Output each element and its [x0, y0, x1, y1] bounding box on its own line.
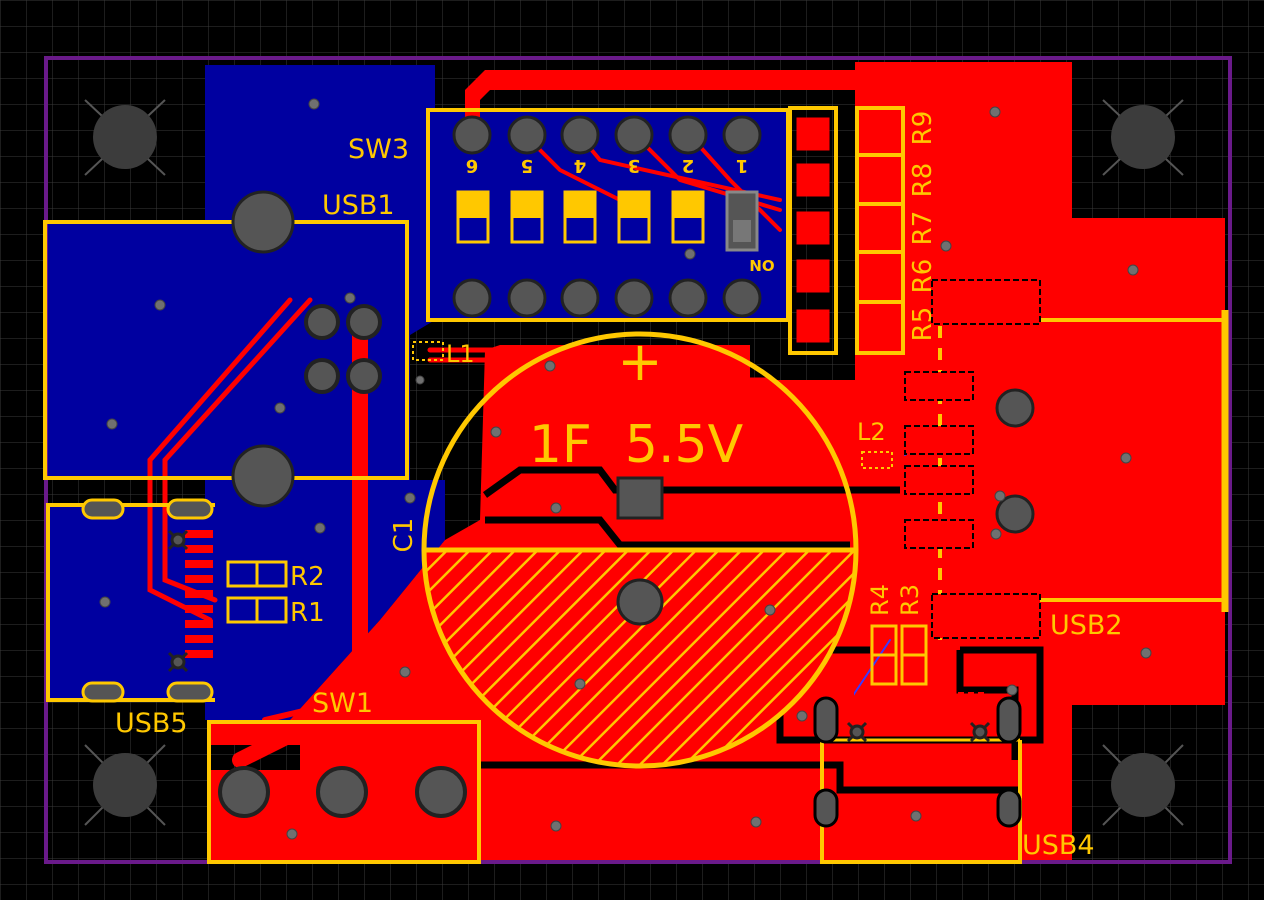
- sw3-pads-bottom: [452, 278, 762, 318]
- sw1-label: SW1: [312, 688, 373, 719]
- mounting-hole-tl: [84, 99, 166, 176]
- r1-r2: [226, 560, 288, 624]
- sw3-levers: [456, 190, 759, 252]
- r4-label: R4: [866, 584, 894, 616]
- r9-label: R9: [908, 111, 938, 146]
- mounting-holes: [84, 99, 1184, 826]
- l1-label: L1: [446, 340, 475, 368]
- usb4-connector: [813, 692, 1022, 864]
- c1-capacitor: [421, 331, 859, 769]
- sw3-pads-top: [452, 115, 762, 155]
- dip-on-label: ON: [749, 256, 774, 274]
- l1-inductor: [412, 341, 444, 361]
- mounting-hole-tr: [1102, 99, 1184, 176]
- usb5-label: USB5: [115, 708, 188, 739]
- r1-label: R1: [290, 598, 325, 628]
- dip-number-3: 3: [628, 155, 641, 176]
- cap-plus: +: [617, 330, 662, 393]
- l2-inductor: [861, 451, 893, 469]
- l2-label: L2: [857, 418, 886, 446]
- usb1-label: USB1: [322, 190, 395, 221]
- usb5-connector: [46, 498, 215, 703]
- dip-number-5: 5: [521, 155, 534, 176]
- cap-value: 1F 5.5V: [529, 415, 744, 475]
- vias: [99, 98, 1152, 840]
- mounting-hole-br: [1102, 744, 1184, 826]
- dip-number-1: 1: [736, 155, 749, 176]
- usb4-label: USB4: [1022, 830, 1095, 861]
- dip-number-4: 4: [574, 155, 587, 176]
- capacitor-hatch: [425, 550, 855, 765]
- usb1-connector: [43, 190, 409, 508]
- r8-label: R8: [908, 163, 938, 198]
- sw3-label: SW3: [348, 134, 409, 165]
- sw3-dip-switch: 6 5 4 3 2 1 ON: [426, 108, 790, 322]
- mounting-hole-bl: [84, 744, 166, 826]
- r3-r4: [870, 624, 928, 686]
- r7-label: R7: [908, 211, 938, 246]
- usb2-label: USB2: [1050, 610, 1123, 641]
- top-trace-sw3: [465, 70, 855, 120]
- c1-label: C1: [389, 518, 419, 553]
- trace-l1-l2: [427, 357, 923, 453]
- sw1-switch: [207, 720, 481, 864]
- r2-label: R2: [290, 562, 325, 592]
- r3-label: R3: [896, 584, 924, 616]
- bottom-copper-usb1: [48, 220, 408, 480]
- sw3-numbers: 6 5 4 3 2 1: [466, 155, 749, 176]
- fiducials: [167, 529, 991, 743]
- dip-number-6: 6: [466, 155, 479, 176]
- usb2-connector: [904, 279, 1229, 640]
- dip-number-2: 2: [682, 155, 695, 176]
- resistor-array: [788, 106, 905, 355]
